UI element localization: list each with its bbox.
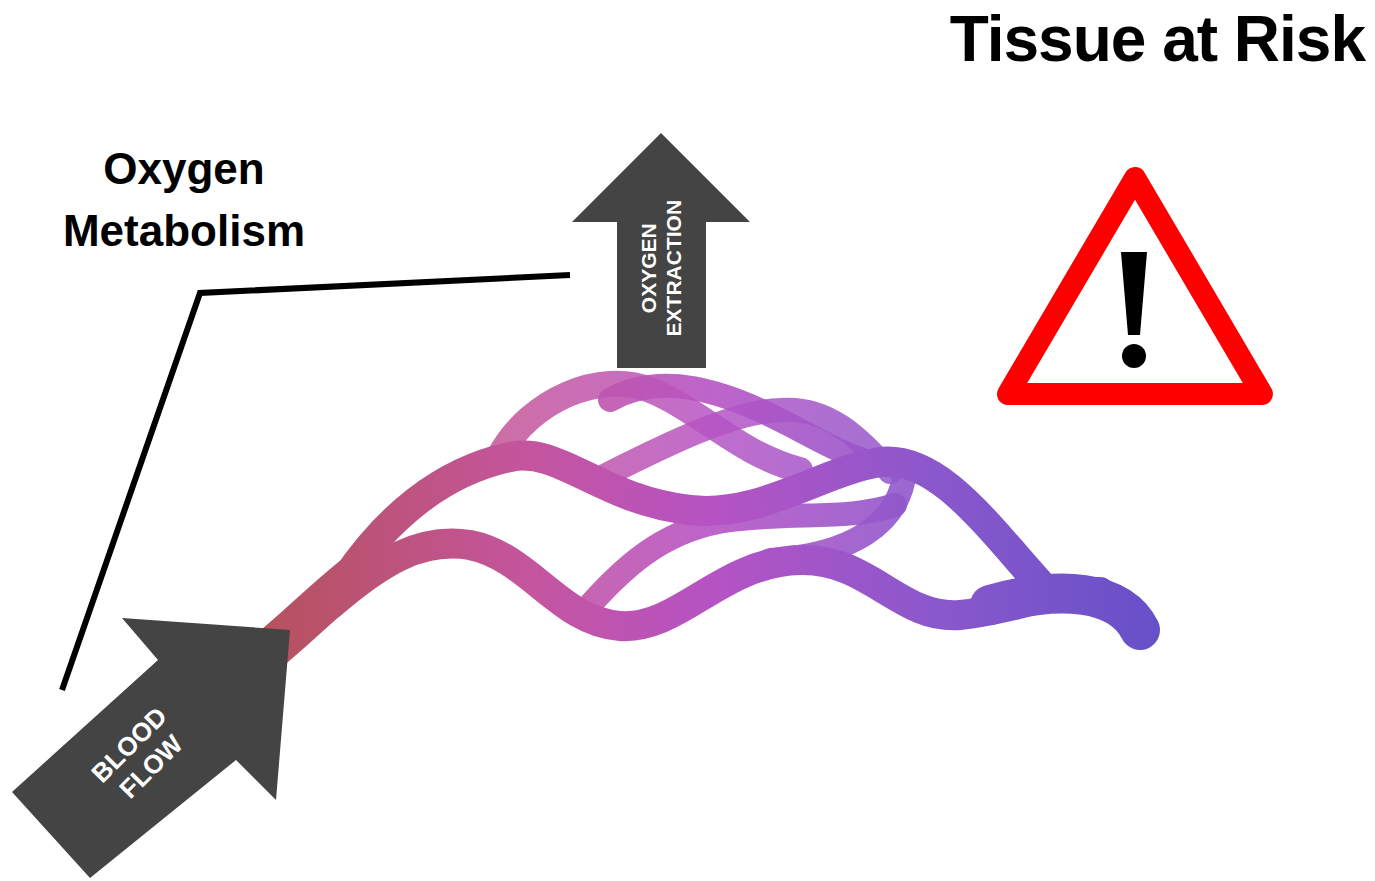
capillary-network [272, 384, 1140, 648]
warning-symbol [1008, 178, 1262, 394]
exclamation-dot [1122, 344, 1146, 368]
warning-triangle [1008, 178, 1262, 394]
vessel [345, 456, 1050, 595]
flow-arrow: OXYGEN EXTRACTION [570, 130, 752, 370]
arrow-shape [570, 130, 752, 370]
title: Tissue at Risk [950, 2, 1365, 76]
arrow-label: OXYGEN EXTRACTION [636, 184, 686, 352]
flow-arrow: BLOOD FLOW [10, 690, 295, 880]
exclamation-bar [1121, 252, 1147, 335]
arrow-polygon [12, 618, 290, 878]
vessel-trunk [990, 594, 1140, 630]
edge-label: Oxygen Metabolism [28, 138, 340, 262]
arrow-polygon [572, 133, 750, 368]
